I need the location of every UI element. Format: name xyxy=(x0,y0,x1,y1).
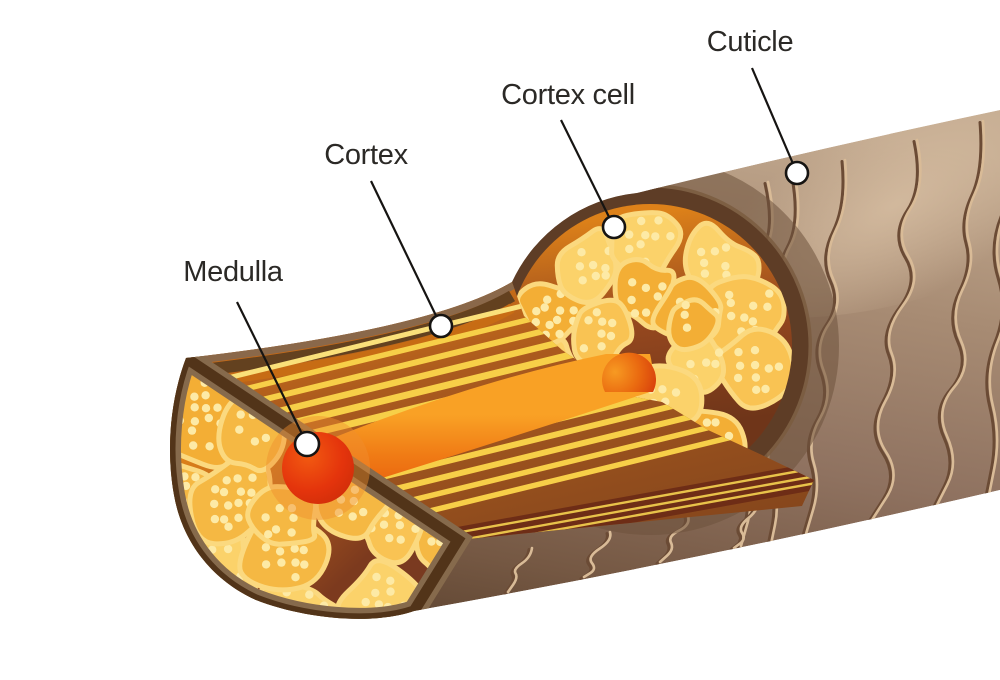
keratin-dots xyxy=(261,503,298,539)
marker-dot-medulla xyxy=(293,430,321,458)
marker-dot-cuticle xyxy=(784,160,810,186)
annotations xyxy=(236,67,810,458)
label-medulla: Medulla xyxy=(183,256,283,288)
label-cuticle: Cuticle xyxy=(706,26,794,58)
keratin-dots xyxy=(680,300,692,332)
keratin-dots xyxy=(627,278,667,318)
leader-line-cortex xyxy=(370,180,442,327)
keratin-dots xyxy=(733,346,784,394)
keratin-dots xyxy=(531,289,578,339)
marker-dot-cortex-cell xyxy=(601,214,627,240)
scale-line xyxy=(934,119,986,509)
leader-line-cuticle xyxy=(750,67,799,174)
leader-line-cortex-cell xyxy=(560,119,615,228)
cuticle-ring-front xyxy=(170,349,466,619)
scale-line-shadow xyxy=(579,532,609,580)
marker-dot-cortex xyxy=(428,313,454,339)
keratin-dots xyxy=(625,216,675,266)
scale-line-shadow xyxy=(983,112,1000,503)
label-cortex-cell: Cortex cell xyxy=(501,79,635,111)
scale-line-shadow xyxy=(931,121,983,510)
scale-line-shadow xyxy=(867,140,919,523)
medulla-opening xyxy=(602,352,656,392)
scale-line xyxy=(506,546,534,594)
scale-line xyxy=(870,138,922,522)
leader-line-medulla xyxy=(236,301,308,445)
cortex-cell-blob xyxy=(554,226,619,305)
medulla-band xyxy=(318,354,653,498)
scale-line xyxy=(986,110,1000,502)
keratin-dots xyxy=(579,308,617,353)
scale-line-shadow xyxy=(729,501,757,551)
scale-line-shadow xyxy=(503,548,531,595)
label-cortex: Cortex xyxy=(324,139,408,171)
cortex-fiber xyxy=(186,282,814,405)
scale-line xyxy=(582,530,612,579)
keratin-dots xyxy=(210,473,268,531)
cortex-cell-blob xyxy=(666,297,721,353)
